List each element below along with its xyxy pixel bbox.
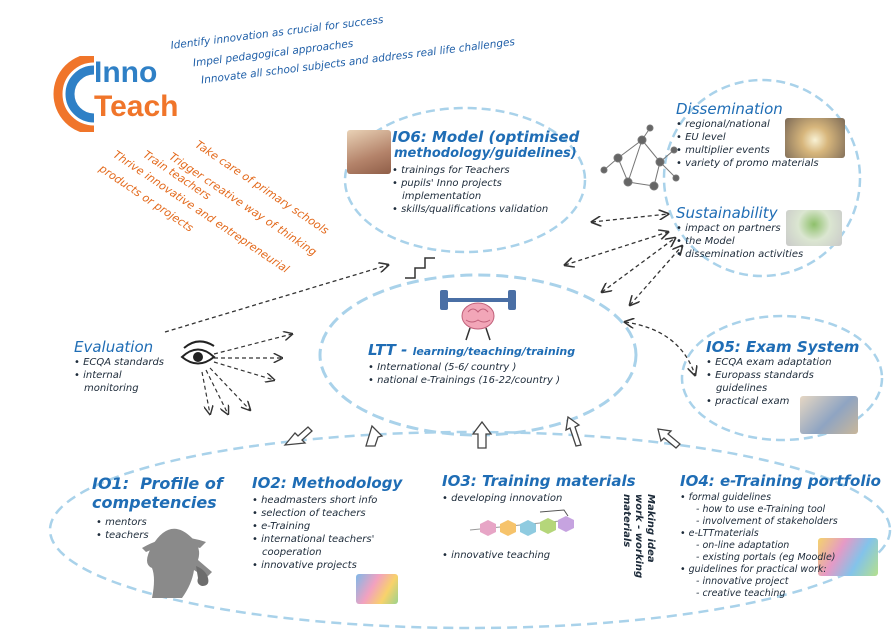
io3-side-line2: work - working — [633, 494, 644, 579]
sustainability-down-arrow-1 — [602, 238, 675, 292]
ltt-block: LTT - learning/teaching/training Interna… — [368, 340, 575, 387]
io4-item: on-line adaptation — [696, 540, 881, 552]
sustainability-item: the Model — [676, 235, 803, 248]
io3-item: innovative teaching — [442, 549, 636, 562]
outputs-ellipse — [48, 430, 892, 630]
evaluation-title: Evaluation — [74, 338, 154, 356]
evaluation-block: Evaluation ECQA standards internal monit… — [74, 338, 164, 395]
io4-item: creative teaching — [696, 588, 881, 600]
io5-item: ECQA exam adaptation — [706, 356, 859, 369]
io2-item: cooperation — [262, 547, 322, 558]
ltt-item: International (5-6/ country ) — [368, 361, 575, 374]
io2-block: IO2: Methodology headmasters short info … — [252, 474, 402, 572]
eye-icon — [180, 340, 216, 365]
io5-item: Europass standards — [706, 369, 859, 382]
io4-item: existing portals (eg Moodle) — [696, 552, 881, 564]
steps-icon — [405, 257, 435, 279]
io3-side-line1: Making idea — [645, 494, 656, 563]
puzzle-image — [356, 574, 398, 604]
io4-item: involvement of stakeholders — [696, 516, 881, 528]
io2-title: IO2: Methodology — [252, 474, 403, 492]
sustainability-down-arrow-2 — [630, 246, 682, 305]
io6-item: trainings for Teachers — [392, 164, 579, 177]
sustainability-title: Sustainability — [676, 204, 778, 222]
ltt-title: LTT - — [368, 341, 413, 359]
logo-text-teach: Teach — [94, 90, 179, 123]
io6-block: IO6: Model (optimised methodology/guidel… — [392, 128, 579, 216]
io3-block: IO3: Training materials developing innov… — [442, 472, 636, 562]
io4-block: IO4: e-Training portfolio formal guideli… — [680, 472, 881, 600]
pyramid-image — [347, 130, 391, 174]
io5-block: IO5: Exam System ECQA exam adaptation Eu… — [706, 338, 859, 408]
dissemination-item: variety of promo materials — [676, 157, 819, 170]
dissemination-ellipse — [662, 78, 862, 278]
io2-item: selection of teachers — [252, 507, 402, 520]
io1-title-line1: IO1: Profile of — [92, 474, 223, 493]
io2-item: innovative projects — [252, 559, 402, 572]
io5-item: practical exam — [706, 395, 859, 408]
sustainability-block: Sustainability impact on partners the Mo… — [676, 204, 803, 261]
io1-title-line2: competencies — [92, 493, 217, 512]
io6-title-line2: methodology/guidelines) — [394, 146, 577, 161]
io6-item: implementation — [402, 191, 482, 202]
sustainability-item: impact on partners — [676, 222, 803, 235]
ltt-subtitle: learning/teaching/training — [412, 345, 576, 358]
up-arrow-io1 — [283, 426, 313, 446]
io6-sustainability-arrow — [592, 214, 668, 222]
ltt-item: national e-Trainings (16-22/country ) — [368, 374, 575, 387]
dissemination-title: Dissemination — [676, 100, 783, 118]
logo-text-inno: Inno — [94, 56, 158, 89]
up-arrow-io4a — [565, 415, 582, 447]
io4-title: IO4: e-Training portfolio — [680, 472, 881, 490]
io1-item: mentors — [96, 516, 223, 529]
evaluation-item: monitoring — [84, 383, 139, 394]
logo-arc-icon — [53, 56, 95, 132]
io3-item: developing innovation — [442, 492, 636, 505]
io1-block: IO1: Profile of competencies mentors tea… — [92, 474, 223, 542]
io6-ellipse — [343, 106, 587, 254]
io4-item: guidelines for practical work: — [680, 564, 881, 576]
io3-side-note: Making idea work - working materials — [620, 494, 656, 578]
io4-item: innovative project — [696, 576, 881, 588]
innovation-process-graphic — [469, 509, 574, 536]
io6-item: pupils' Inno projects — [392, 177, 579, 190]
up-arrow-io3 — [471, 420, 493, 449]
io6-item: skills/qualifications validation — [392, 203, 579, 216]
io2-item: headmasters short info — [252, 494, 402, 507]
dissemination-item: multiplier events — [676, 144, 819, 157]
io5-ellipse — [680, 314, 884, 442]
io3-title: IO3: Training materials — [442, 472, 636, 490]
evaluation-arrow — [164, 265, 388, 333]
evaluation-item: internal — [74, 369, 164, 382]
dissemination-item: regional/national — [676, 118, 819, 131]
io2-item: e-Training — [252, 520, 402, 533]
io1-item: teachers — [96, 529, 223, 542]
innoteach-logo: Inno Teach — [50, 52, 190, 136]
dissemination-item: EU level — [676, 131, 819, 144]
io4-item: formal guidelines — [680, 492, 881, 504]
dissemination-block: Dissemination regional/national EU level… — [676, 100, 819, 170]
ltt-sustainability-arrow — [565, 232, 668, 265]
io5-title: IO5: Exam System — [706, 338, 860, 356]
io5-item: guidelines — [716, 383, 768, 394]
io2-item: international teachers' — [252, 533, 402, 546]
up-arrow-io4b — [657, 428, 681, 449]
ltt-io5-arrow — [625, 322, 695, 375]
io4-item: e-LTTmaterials — [680, 528, 881, 540]
io4-item: how to use e-Training tool — [696, 504, 881, 516]
io3-side-line3: materials — [621, 494, 632, 548]
up-arrow-io2 — [365, 424, 384, 447]
brain-dumbbell-icon — [440, 290, 516, 341]
io6-title-line1: IO6: Model (optimised — [392, 128, 580, 146]
evaluation-item: ECQA standards — [74, 356, 164, 369]
sustainability-item: dissemination activities — [676, 248, 803, 261]
